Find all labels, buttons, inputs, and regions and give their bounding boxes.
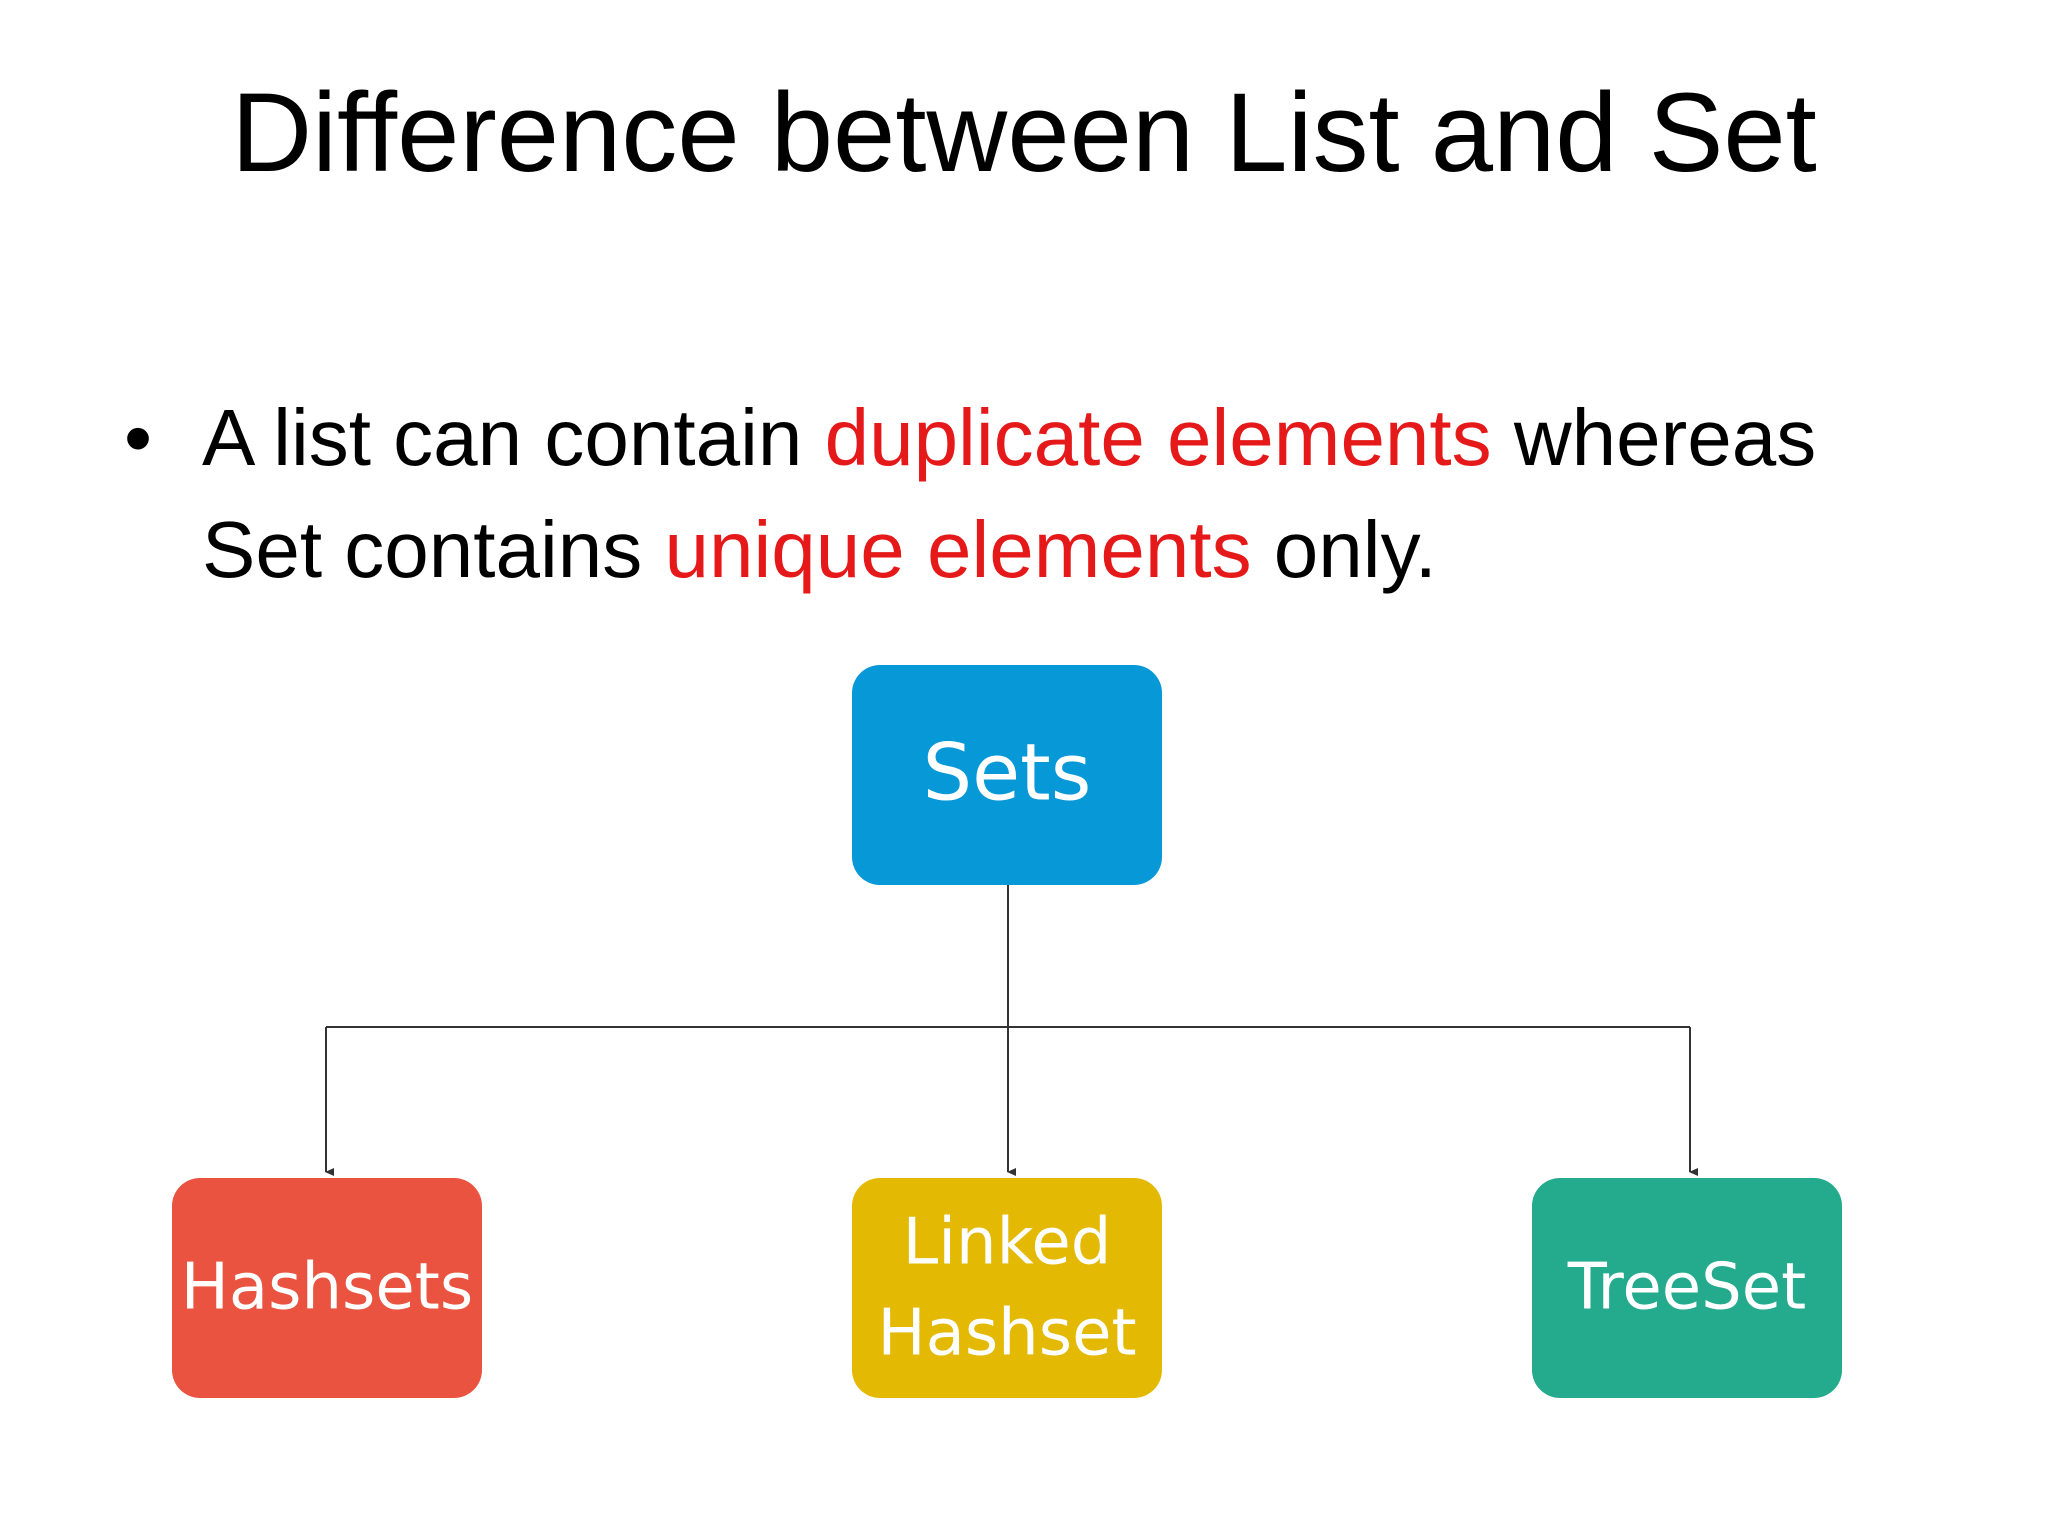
node-treeset: TreeSet: [1532, 1178, 1842, 1398]
connectors: [325, 885, 1698, 1176]
node-linked-hashset-box: [852, 1178, 1162, 1398]
node-sets-box: [852, 665, 1162, 885]
bullet-line-1-end: whereas: [1491, 393, 1817, 482]
bullet-line-1: A list can contain duplicate elements wh…: [202, 382, 2002, 494]
node-sets-label: Sets: [923, 728, 1092, 818]
node-treeset-box: [1532, 1178, 1842, 1398]
node-hashsets: Hashsets: [172, 1178, 482, 1398]
node-linked-hashset-label-line-1: Linked: [903, 1206, 1112, 1280]
bullet-line-2-start: Set contains: [202, 505, 665, 594]
bullet-symbol: •: [124, 393, 153, 482]
highlight-unique-elements: unique elements: [664, 505, 1252, 594]
bullet-line-2-end: only.: [1251, 505, 1437, 594]
node-linked-hashset-label-line-2: Hashset: [877, 1297, 1136, 1371]
highlight-duplicate-elements: duplicate elements: [824, 393, 1492, 482]
bullet-text: A list can contain duplicate elements wh…: [202, 382, 2002, 606]
node-hashsets-label: Hashsets: [181, 1251, 473, 1325]
slide-title: Difference between List and Set: [231, 70, 1817, 195]
node-linked-hashset: Linked Hashset: [852, 1178, 1162, 1398]
bullet-line-2: Set contains unique elements only.: [202, 494, 2002, 606]
node-hashsets-box: [172, 1178, 482, 1398]
bullet-line-1-start: A list can contain: [202, 393, 825, 482]
node-sets: Sets: [852, 665, 1162, 885]
node-treeset-label: TreeSet: [1567, 1251, 1806, 1325]
